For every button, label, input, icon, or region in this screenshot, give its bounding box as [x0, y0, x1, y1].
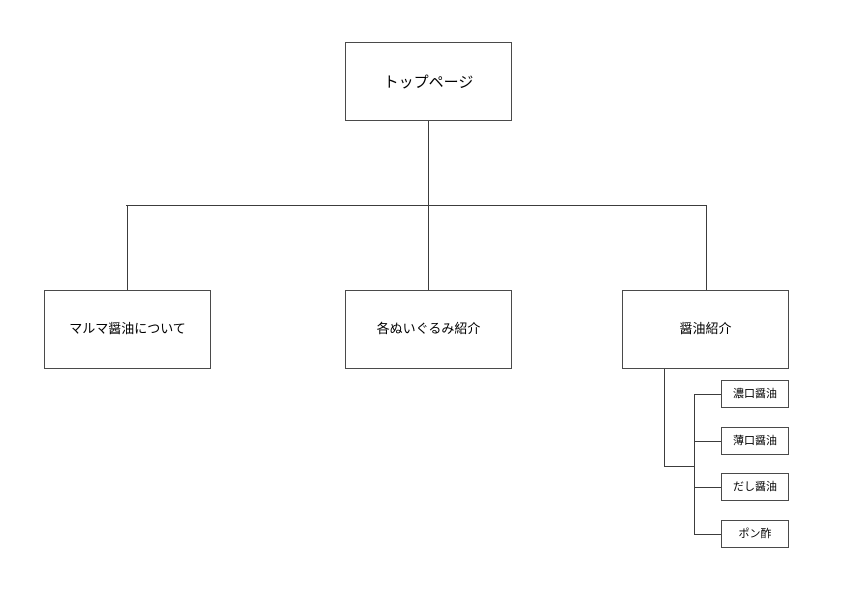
connector-drop-soy [706, 205, 707, 290]
node-koikuchi-soy-sauce-label: 濃口醤油 [733, 387, 777, 401]
node-ponzu-vinegar[interactable]: ポン酢 [721, 520, 789, 548]
connector-spur-usukuchi [694, 441, 721, 442]
connector-spur-koikuchi [694, 394, 721, 395]
node-about-maruma-soy-sauce[interactable]: マルマ醤油について [44, 290, 211, 369]
connector-main-bus [126, 205, 707, 206]
connector-spur-dashi [694, 487, 721, 488]
node-dashi-soy-sauce-label: だし醤油 [733, 480, 777, 494]
node-top-page-label: トップページ [383, 72, 474, 91]
node-ponzu-vinegar-label: ポン酢 [738, 527, 772, 541]
connector-drop-about [127, 205, 128, 290]
connector-spur-ponzu [694, 534, 721, 535]
connector-drop-plush [428, 205, 429, 290]
node-soy-sauce-introduction-label: 醤油紹介 [679, 321, 732, 337]
connector-leaf-trunk [694, 394, 695, 534]
node-dashi-soy-sauce[interactable]: だし醤油 [721, 473, 789, 501]
node-top-page[interactable]: トップページ [345, 42, 512, 121]
node-about-maruma-soy-sauce-label: マルマ醤油について [69, 321, 186, 337]
node-koikuchi-soy-sauce[interactable]: 濃口醤油 [721, 380, 789, 408]
node-plush-toy-introduction[interactable]: 各ぬいぐるみ紹介 [345, 290, 512, 369]
connector-soy-elbow [664, 466, 695, 467]
connector-soy-stem [664, 369, 665, 467]
node-plush-toy-introduction-label: 各ぬいぐるみ紹介 [376, 321, 481, 337]
node-usukuchi-soy-sauce[interactable]: 薄口醤油 [721, 427, 789, 455]
node-soy-sauce-introduction[interactable]: 醤油紹介 [622, 290, 789, 369]
node-usukuchi-soy-sauce-label: 薄口醤油 [733, 434, 777, 448]
connector-root-stem [428, 121, 429, 206]
